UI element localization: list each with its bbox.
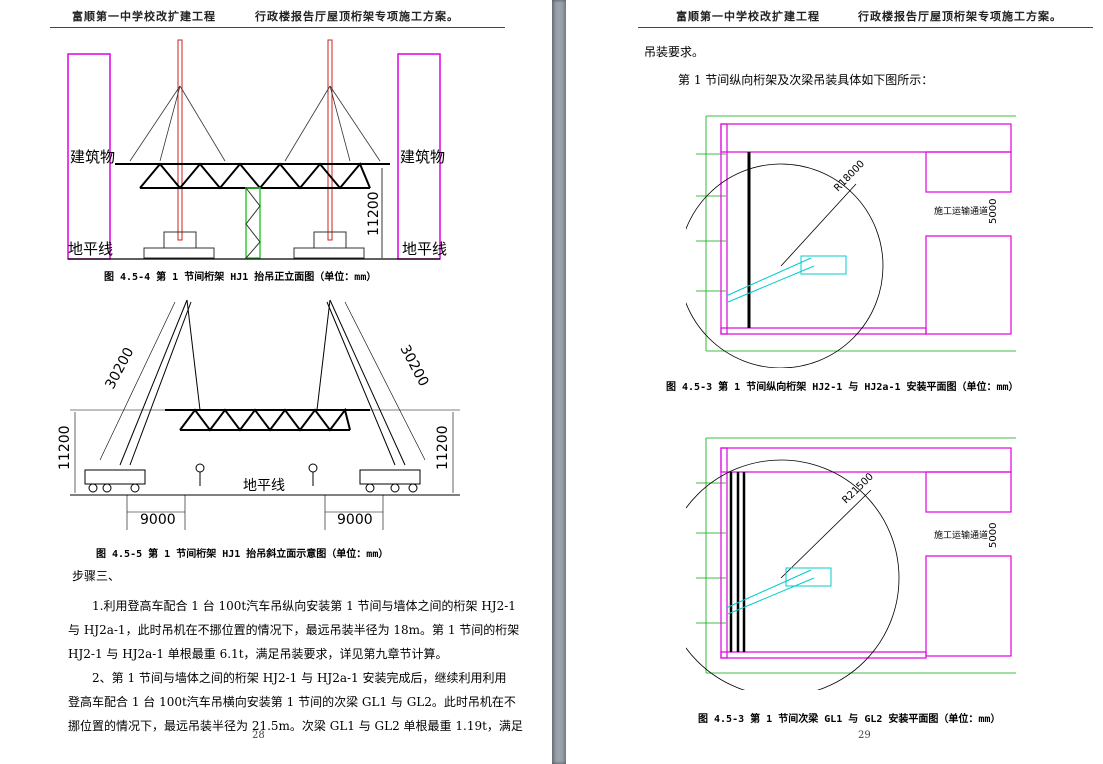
intro-line1: 吊装要求。 bbox=[644, 45, 705, 59]
road-dim: 5000 bbox=[988, 199, 999, 224]
support-tower bbox=[245, 187, 261, 259]
para1-line1: 1.利用登高车配合 1 台 100t汽车吊纵向安装第 1 节间与墙体之间的桁架 … bbox=[92, 599, 516, 613]
crane-right bbox=[316, 299, 421, 493]
label-ground-left: 地平线 bbox=[68, 240, 113, 258]
intro-line2: 第 1 节间纵向桁架及次梁吊装具体如下图所示： bbox=[678, 73, 934, 87]
dim-height-right: 11200 bbox=[435, 425, 451, 470]
dim-height-left: 11200 bbox=[57, 425, 73, 470]
header-title: 行政楼报告厅屋顶桁架专项施工方案。 bbox=[858, 10, 1062, 23]
mast-right bbox=[327, 39, 333, 241]
truss-hj1 bbox=[115, 162, 390, 190]
crane-left bbox=[84, 299, 201, 493]
dim-height-11200: 11200 bbox=[366, 191, 382, 236]
para1-line3: HJ2-1 与 HJ2a-1 单根最重 6.1t，满足吊装要求，详见第九章节计算… bbox=[68, 647, 448, 661]
dim-boom-right: 30200 bbox=[396, 342, 431, 389]
figure-front-elevation: 11200 建筑物 建筑物 地平线 地平线 bbox=[67, 39, 447, 260]
header-school: 富顺第一中学校改扩建工程 bbox=[72, 10, 216, 23]
page-number: 28 bbox=[252, 730, 265, 741]
header-title: 行政楼报告厅屋顶桁架专项施工方案。 bbox=[255, 10, 459, 23]
para1-line2: 与 HJ2a-1，此时吊机在不挪位置的情况下，最远吊装半径为 18m。第 1 节… bbox=[68, 623, 520, 637]
right-page: 富顺第一中学校改扩建工程 行政楼报告厅屋顶桁架专项施工方案。 吊装要求。 第 1… bbox=[566, 0, 1103, 764]
page-gutter bbox=[552, 0, 566, 764]
caption-plan2: 图 4.5-3 第 1 节间次梁 GL1 与 GL2 安装平面图（单位：mm） bbox=[698, 714, 1001, 725]
caption-fig-4-5-4: 图 4.5-4 第 1 节间桁架 HJ1 抬吊正立面图（单位：mm） bbox=[104, 272, 377, 283]
caption-fig-4-5-5: 图 4.5-5 第 1 节间桁架 HJ1 抬吊斜立面示意图（单位：mm） bbox=[96, 549, 389, 560]
para2-line2: 登高车配合 1 台 100t汽车吊横向安装第 1 节间的次梁 GL1 与 GL2… bbox=[68, 695, 516, 709]
plan-view-gl: R21500 施工运输通道 5000 bbox=[686, 437, 1016, 690]
header-rule bbox=[50, 27, 505, 28]
para2-line1: 2、第 1 节间与墙体之间的桁架 HJ2-1 与 HJ2a-1 安装完成后，继续… bbox=[92, 671, 507, 685]
header-school: 富顺第一中学校改扩建工程 bbox=[676, 10, 820, 23]
road-label: 施工运输通道 bbox=[934, 205, 988, 217]
road-dim: 5000 bbox=[988, 523, 999, 548]
para2-line3: 挪位置的情况下，最远吊装半径为 21.5m。次梁 GL1 与 GL2 单根最重 … bbox=[68, 719, 523, 733]
radius-label: R18000 bbox=[832, 159, 867, 195]
figure-oblique-elevation: 30200 30200 11200 11200 地平线 9000 9000 bbox=[57, 299, 460, 530]
crane-radius-circle bbox=[686, 459, 900, 690]
crane-radius-circle bbox=[686, 163, 884, 368]
label-ground-oblique: 地平线 bbox=[243, 478, 285, 494]
header-rule bbox=[638, 27, 1093, 28]
plan-view-hj2: R18000 施工运输通道 5000 bbox=[686, 115, 1016, 368]
page-number: 29 bbox=[858, 730, 871, 741]
truss-hj1-oblique bbox=[165, 407, 370, 432]
label-building-left: 建筑物 bbox=[70, 148, 115, 166]
mast-left bbox=[177, 39, 183, 241]
left-page: 富顺第一中学校改扩建工程 行政楼报告厅屋顶桁架专项施工方案。 bbox=[50, 10, 523, 741]
step-title: 步骤三、 bbox=[72, 569, 121, 583]
dim-boom-left: 30200 bbox=[102, 345, 137, 392]
label-building-right: 建筑物 bbox=[400, 148, 445, 166]
road-label: 施工运输通道 bbox=[934, 529, 988, 541]
dim-radius-left: 9000 bbox=[140, 512, 176, 528]
label-ground-right: 地平线 bbox=[402, 240, 447, 258]
dim-radius-right: 9000 bbox=[337, 512, 373, 528]
caption-plan1: 图 4.5-3 第 1 节间纵向桁架 HJ2-1 与 HJ2a-1 安装平面图（… bbox=[666, 382, 1019, 393]
